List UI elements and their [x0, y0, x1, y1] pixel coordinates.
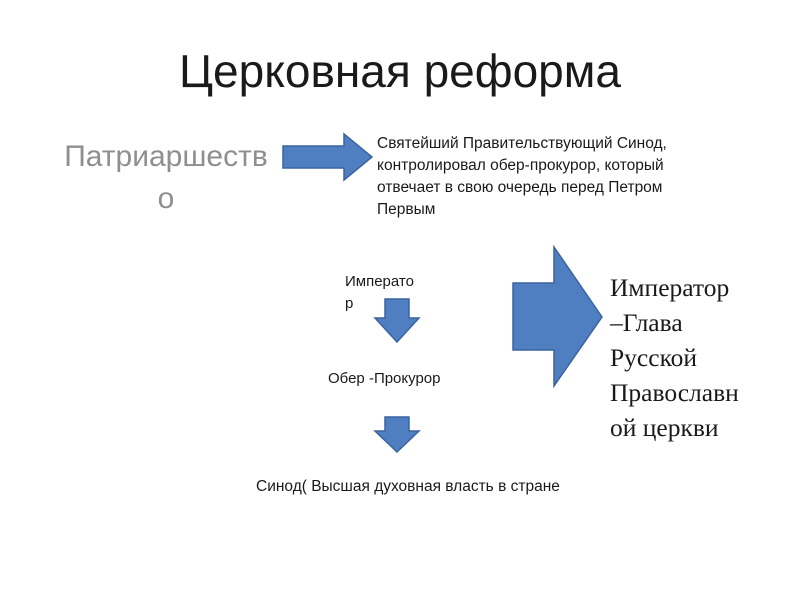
emperor-label-line1: Императо	[345, 273, 414, 290]
emperor-label: Императо р	[345, 271, 445, 315]
patriarchate-label-line2: о	[157, 182, 175, 215]
conclusion-line: Русской	[610, 343, 698, 372]
ober-procurator-label: Обер -Прокурор	[328, 370, 441, 387]
conclusion-line: Православн	[610, 378, 739, 407]
large-right-arrow-icon	[512, 244, 603, 389]
patriarchate-label: Патриаршеств о	[52, 136, 280, 220]
right-arrow-icon	[282, 132, 374, 182]
down-arrow-icon	[373, 416, 421, 454]
slide-title: Церковная реформа	[179, 45, 621, 97]
synod-description: Святейший Правительствующий Синод, контр…	[377, 135, 667, 218]
down-arrow-icon	[373, 298, 421, 344]
patriarchate-label-line1: Патриаршеств	[64, 140, 268, 173]
conclusion-line: Император	[610, 273, 730, 302]
emperor-label-line2: р	[345, 295, 354, 312]
conclusion-line: ой церкви	[610, 413, 719, 442]
conclusion-text: Император –Глава Русской Православн ой ц…	[610, 270, 790, 445]
conclusion-line: –Глава	[610, 308, 683, 337]
synod-label: Синод( Высшая духовная власть в стране	[256, 478, 560, 495]
